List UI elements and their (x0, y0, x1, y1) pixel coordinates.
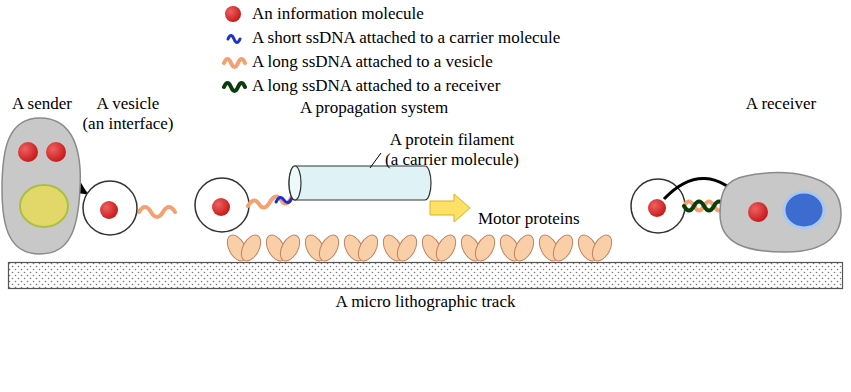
sender-cell: A sender (0, 94, 84, 256)
protein-filament: A protein filament (a carrier molecule) (290, 128, 523, 204)
lithographic-track: A micro lithographic track (8, 262, 843, 316)
text-line: A protein filament (390, 130, 515, 149)
information-molecule (212, 198, 230, 216)
legend: An information molecule A short ssDNA att… (222, 2, 560, 98)
vesicle-interface: A vesicle (an interface) (78, 94, 178, 238)
legend-sample (222, 75, 248, 97)
legend-row: A short ssDNA attached to a carrier mole… (222, 26, 560, 50)
vesicle (195, 178, 249, 232)
motor-protein (510, 232, 537, 264)
motor-protein (432, 232, 459, 264)
motor-protein (574, 232, 601, 264)
legend-row: A long ssDNA attached to a vesicle (222, 50, 560, 74)
receiver-ssdna (684, 202, 724, 211)
motor-protein (354, 232, 381, 264)
node-label: A receiver (716, 94, 846, 114)
legend-sample (222, 3, 248, 25)
motor-protein (301, 232, 328, 264)
motor-protein (588, 232, 615, 264)
sender-cell-outline (0, 94, 84, 256)
part-label: Motor proteins (478, 209, 580, 229)
motor-protein (262, 232, 289, 264)
legend-text: A long ssDNA attached to a vesicle (252, 52, 493, 72)
legend-row: An information molecule (222, 2, 560, 26)
legend-sample (222, 27, 248, 49)
vesicle-ssdna (684, 202, 724, 211)
motor-protein (237, 232, 264, 264)
information-molecule (648, 199, 666, 217)
legend-text: An information molecule (252, 4, 424, 24)
legend-text: A long ssDNA attached to a receiver (252, 76, 500, 96)
node-label: A micro lithographic track (8, 292, 843, 312)
receiver-cell: A receiver (716, 94, 846, 256)
motor-protein (276, 232, 303, 264)
receiver-cell-outline (716, 94, 846, 256)
motor-protein (535, 232, 562, 264)
motor-proteins (223, 232, 615, 264)
motor-protein (471, 232, 498, 264)
motor-protein (418, 232, 445, 264)
motor-protein (223, 232, 250, 264)
motor-protein (340, 232, 367, 264)
motor-protein (457, 232, 484, 264)
text-line: A vesicle (97, 94, 160, 113)
text-line: (a carrier molecule) (385, 150, 519, 169)
node-label: A vesicle (an interface) (78, 94, 178, 134)
direction-arrow (430, 194, 470, 222)
node-label: A sender (0, 94, 84, 114)
motor-protein (379, 232, 406, 264)
node-label: A protein filament (a carrier molecule) (385, 130, 519, 170)
motor-protein (393, 232, 420, 264)
motor-protein (549, 232, 576, 264)
vesicle (631, 179, 685, 233)
legend-row: A long ssDNA attached to a receiver (222, 74, 560, 98)
legend-text: A short ssDNA attached to a carrier mole… (252, 28, 560, 48)
text-line: (an interface) (82, 114, 173, 133)
legend-sample (222, 51, 248, 73)
vesicle-ssdna (139, 207, 175, 217)
vesicle-ssdna (248, 196, 291, 207)
system-label: A propagation system (300, 98, 448, 118)
motor-protein (315, 232, 342, 264)
motor-protein (496, 232, 523, 264)
